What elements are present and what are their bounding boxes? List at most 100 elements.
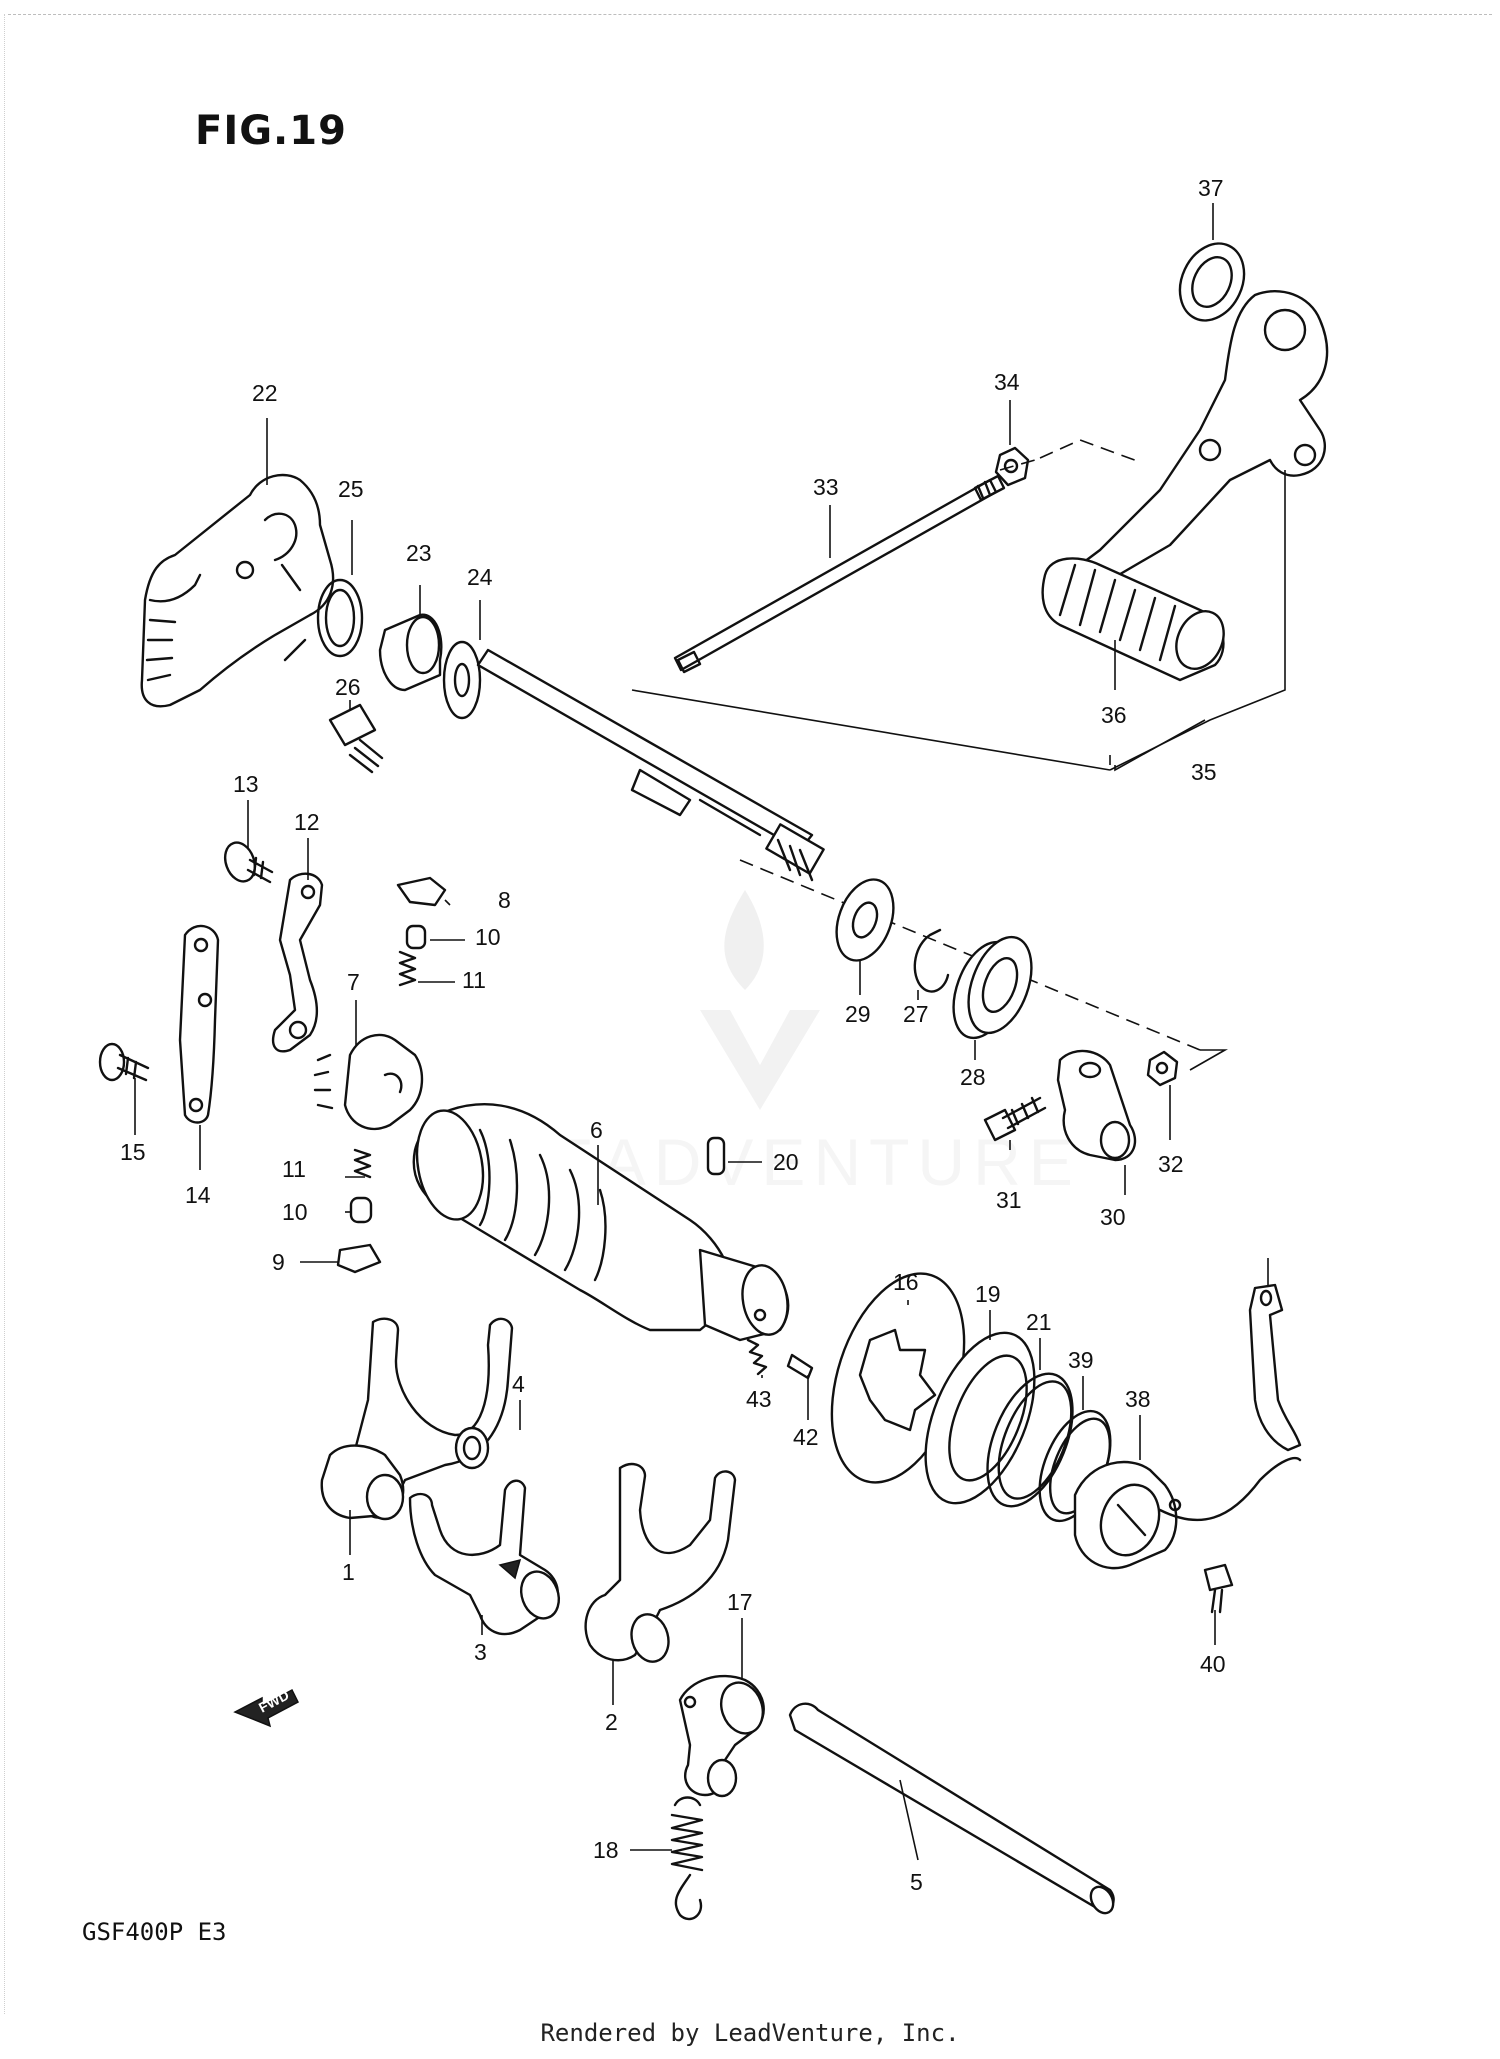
- watermark-v-icon: [700, 1010, 820, 1110]
- part-14-cam-guide: [178, 924, 220, 1124]
- callout-2: 2: [605, 1709, 618, 1735]
- part-43-clamp: [1248, 1283, 1302, 1452]
- part-19-oring-gasket: [924, 1331, 1036, 1505]
- callout-11-lower: 11: [282, 1156, 306, 1182]
- callout-31: 31: [996, 1187, 1022, 1213]
- callout-9: 9: [272, 1249, 285, 1275]
- part-2-gearshift-fork: [584, 1462, 737, 1663]
- callout-5: 5: [910, 1869, 923, 1895]
- callout-26: 26: [335, 674, 361, 700]
- callout-labels: 22 25 23 24 26 37 34 33 36 35 13 12 8 10…: [120, 175, 1226, 1895]
- forward-arrow-icon: FWD: [233, 1687, 299, 1728]
- part-28-oil-seal: [952, 935, 1033, 1040]
- callout-17: 17: [727, 1589, 753, 1615]
- callout-13: 13: [233, 771, 259, 797]
- callout-14: 14: [185, 1182, 211, 1208]
- callout-39: 39: [1068, 1347, 1094, 1373]
- part-8-cam-stopper: [396, 876, 447, 907]
- part-17-gear-shift-cam-stopper: [678, 1674, 765, 1798]
- callout-42: 43: [746, 1386, 772, 1412]
- part-10-pin-upper: [405, 924, 427, 950]
- part-6-gearshift-cam: [412, 1103, 790, 1342]
- watermark-flame-icon: [724, 890, 764, 990]
- callout-29: 29: [845, 1001, 871, 1027]
- part-21-pin: [706, 1136, 726, 1176]
- callout-23: 23: [406, 540, 432, 566]
- part-1-gearshift-fork: [320, 1317, 514, 1521]
- callout-1: 1: [342, 1559, 355, 1585]
- part-40-screw: [1203, 1563, 1234, 1614]
- callout-35: 35: [1191, 759, 1217, 785]
- part-37-washer: [1178, 242, 1246, 322]
- callout-8: 8: [498, 887, 511, 913]
- callout-37: 37: [1198, 175, 1224, 201]
- part-27-circlip: [913, 928, 950, 993]
- part-32-nut: [1146, 1050, 1179, 1087]
- callout-18: 18: [593, 1837, 619, 1863]
- callout-11-upper: 11: [462, 967, 486, 993]
- footer-credit: Rendered by LeadVenture, Inc.: [540, 2019, 960, 2047]
- callout-12: 12: [294, 809, 320, 835]
- callout-7: 7: [347, 969, 360, 995]
- callout-10-upper: 10: [475, 924, 501, 950]
- part-3-gearshift-fork: [408, 1479, 561, 1636]
- callout-40: 40: [1200, 1651, 1226, 1677]
- callout-6: 6: [590, 1117, 603, 1143]
- callout-27: 27: [903, 1001, 929, 1027]
- callout-25: 25: [338, 476, 364, 502]
- part-10-pin-lower: [349, 1196, 373, 1224]
- callout-34: 34: [994, 369, 1020, 395]
- part-4-roller: [454, 1426, 490, 1470]
- callout-21: 20: [773, 1149, 799, 1175]
- part-38-neutral-switch: [1073, 1457, 1302, 1570]
- part-13-screw: [223, 841, 274, 884]
- part-18-spring: [670, 1796, 704, 1921]
- model-code: GSF400P E3: [82, 1918, 227, 1946]
- callout-24: 24: [467, 564, 493, 590]
- callout-15: 15: [120, 1139, 146, 1165]
- part-20-oring: [986, 1372, 1074, 1508]
- figure-title: FIG.19: [195, 108, 347, 154]
- part-33-link-rod: [673, 474, 1006, 674]
- part-35-gearshift-lever: [1058, 290, 1329, 592]
- callout-41: 42: [793, 1424, 819, 1450]
- callout-28: 28: [960, 1064, 986, 1090]
- leader-lines: [134, 203, 1269, 1861]
- part-12-stopper-plate: [271, 872, 324, 1053]
- part-15-screw: [98, 1042, 150, 1082]
- callout-33: 33: [813, 474, 839, 500]
- part-25-return-spring: [280, 563, 364, 662]
- callout-38: 38: [1125, 1386, 1151, 1412]
- gearshift-shaft: [476, 648, 825, 882]
- part-5-gearshift-fork-shaft: [788, 1702, 1115, 1915]
- callout-32: 32: [1158, 1151, 1184, 1177]
- part-11-spring-lower: [353, 1148, 372, 1179]
- part-29-washer: [835, 878, 895, 962]
- callout-20: 21: [1026, 1309, 1052, 1335]
- part-24-washer: [442, 640, 482, 720]
- callout-22: 22: [252, 380, 278, 406]
- callout-36: 36: [1101, 702, 1127, 728]
- sheet-border-left: [4, 14, 5, 2014]
- part-23-collar: [378, 613, 443, 692]
- part-36-footrest-rubber: [1041, 557, 1225, 682]
- part-26-stopper-bolt: [328, 703, 384, 774]
- part-31-bolt: [983, 1096, 1047, 1142]
- part-9-plate: [336, 1243, 382, 1274]
- part-42-spring: [746, 1338, 768, 1376]
- callout-10-lower: 10: [282, 1199, 308, 1225]
- callout-4: 4: [512, 1371, 525, 1397]
- gearshift-lever-assembly-bracket: [631, 439, 1286, 1071]
- callout-16: 16: [893, 1269, 919, 1295]
- callout-19: 19: [975, 1281, 1001, 1307]
- callout-30: 30: [1100, 1204, 1126, 1230]
- part-7-cam-driven-gear: [313, 1033, 424, 1131]
- sheet-border-top: [8, 14, 1492, 15]
- part-41-pin: [786, 1353, 814, 1380]
- callout-3: 3: [474, 1639, 487, 1665]
- part-11-spring-upper: [398, 950, 417, 987]
- part-22-gearshift-shaft-arm: [140, 473, 335, 708]
- part-30-gearshift-arm: [1056, 1049, 1137, 1162]
